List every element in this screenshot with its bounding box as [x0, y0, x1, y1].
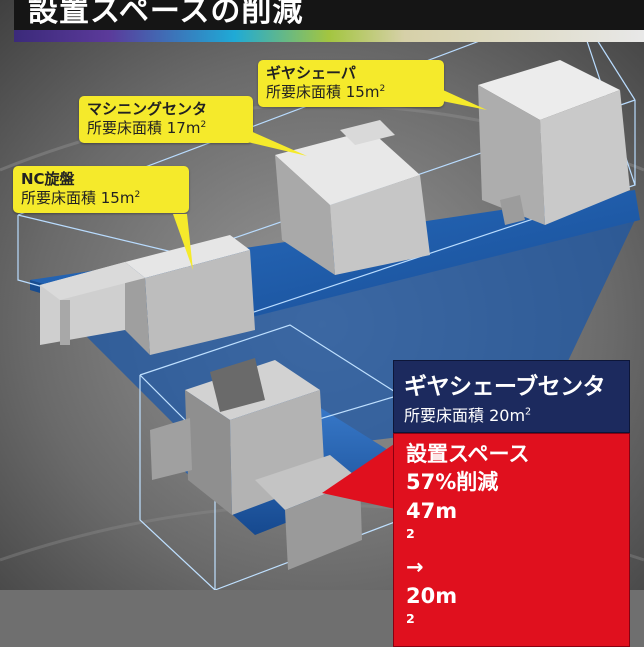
new-machine-header: ギヤシェーブセンタ 所要床面積 20m2: [393, 360, 630, 433]
callout-title: マシニングセンタ: [87, 100, 208, 118]
new-machine-name: ギヤシェーブセンタ: [404, 374, 606, 400]
callout-area: 所要床面積 15m2: [21, 188, 141, 207]
reduction-label: 設置スペース: [406, 442, 530, 466]
callout-title: ギヤシェーパ: [266, 64, 356, 82]
machining-center-model: [275, 120, 430, 275]
title-gradient-rule: [14, 30, 644, 42]
gear-shave-center-model: [150, 358, 362, 570]
callout-machining-center: マシニングセンタ 所要床面積 17m2: [79, 96, 307, 156]
callout-area: 所要床面積 15m2: [266, 82, 386, 101]
new-machine-area: 所要床面積 20m2: [404, 406, 532, 425]
callout-nc-lathe: NC旋盤 所要床面積 15m2: [13, 166, 193, 270]
reduction-percent: 57%削減: [406, 470, 499, 495]
gear-shaper-model: [478, 60, 630, 225]
page-title: 設置スペースの削減: [28, 0, 304, 29]
result-pointer: [322, 440, 400, 510]
callout-title: NC旋盤: [21, 170, 75, 188]
nc-lathe-model: [40, 235, 255, 355]
callout-gear-shaper: ギヤシェーパ 所要床面積 15m2: [258, 60, 487, 110]
title-bar: [14, 0, 644, 30]
callout-area: 所要床面積 17m2: [87, 118, 207, 137]
